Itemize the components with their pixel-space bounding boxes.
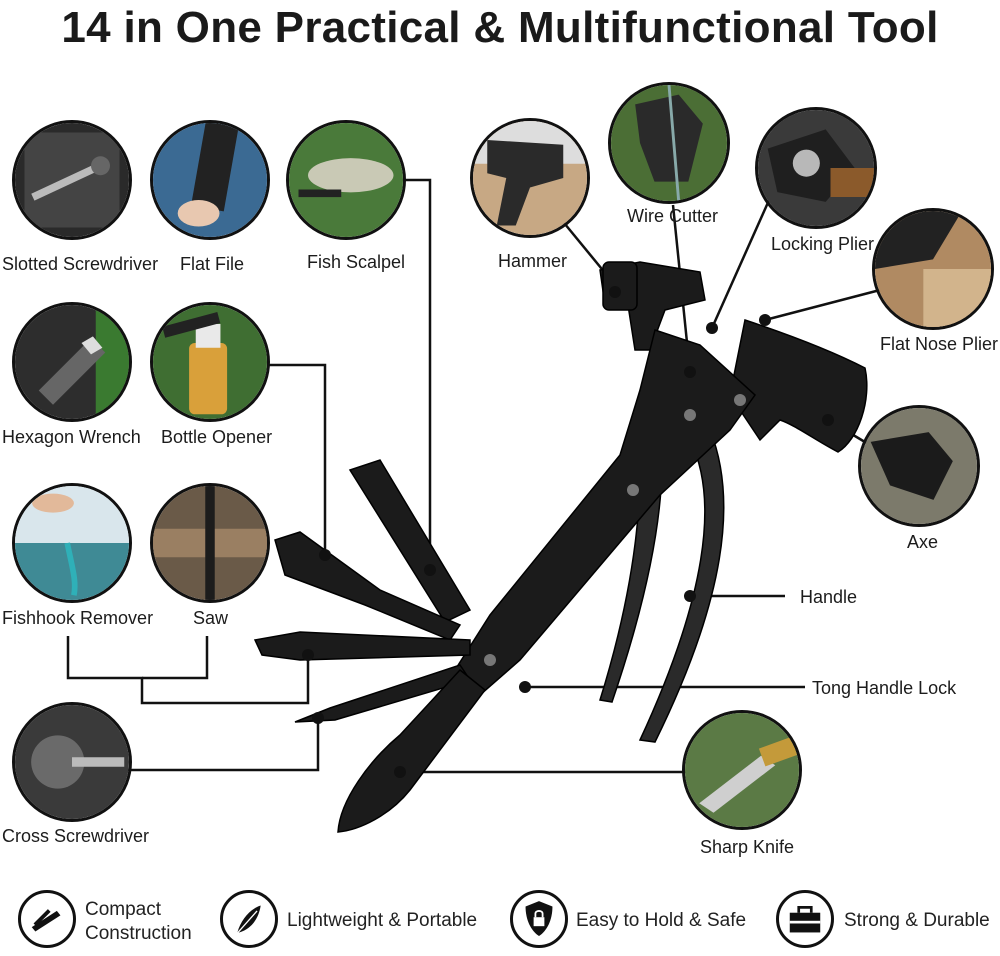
flat-file-photo — [150, 120, 270, 240]
toolbox-icon — [776, 890, 834, 948]
hexagon-wrench-photo — [12, 302, 132, 422]
cross-screwdriver-photo — [12, 702, 132, 822]
saw-label: Saw — [193, 608, 229, 628]
tong-handle-lock-label: Tong Handle Lock — [812, 678, 957, 698]
handle-label: Handle — [800, 587, 858, 607]
page-title: 14 in One Practical & Multifunctional To… — [61, 3, 939, 52]
wire-cutter-label: Wire Cutter — [627, 206, 719, 226]
sharp-knife-photo — [682, 710, 802, 830]
feature-strong-durable: Strong & Durable — [844, 910, 990, 931]
feather-icon — [220, 890, 278, 948]
fishhook-remover-photo — [12, 483, 132, 603]
feature-easy-to-hold: Easy to Hold & Safe — [576, 910, 747, 931]
hexagon-wrench-label: Hexagon Wrench — [2, 427, 141, 447]
slotted-screwdriver-label: Slotted Screwdriver — [2, 254, 159, 274]
fish-scalpel-label: Fish Scalpel — [307, 252, 406, 272]
locking-plier-photo — [755, 107, 877, 229]
cross-screwdriver-label: Cross Screwdriver — [2, 826, 150, 846]
fishhook-remover-label: Fishhook Remover — [2, 608, 154, 628]
axe-label: Axe — [907, 532, 939, 552]
sharp-knife-label: Sharp Knife — [700, 837, 795, 857]
bottle-opener-photo — [150, 302, 270, 422]
fish-scalpel-photo — [286, 120, 406, 240]
feature-compact-line2: Construction — [85, 923, 192, 944]
multitool-illustration — [253, 261, 868, 833]
hammer-label: Hammer — [498, 251, 568, 271]
locking-plier-label: Locking Plier — [771, 234, 875, 254]
hammer-photo — [470, 118, 590, 238]
feature-compact: Compact Construction — [85, 898, 192, 946]
axe-photo — [858, 405, 980, 527]
saw-photo — [150, 483, 270, 603]
shield-lock-icon — [510, 890, 568, 948]
feature-lightweight: Lightweight & Portable — [287, 910, 478, 931]
wire-cutter-photo — [608, 82, 730, 204]
flat-nose-plier-photo — [872, 208, 994, 330]
feature-compact-line1: Compact — [85, 899, 162, 920]
multitool-icon — [18, 890, 76, 948]
slotted-screwdriver-photo — [12, 120, 132, 240]
bottle-opener-label: Bottle Opener — [161, 427, 273, 447]
flat-nose-plier-label: Flat Nose Plier — [880, 334, 999, 354]
flat-file-label: Flat File — [180, 254, 245, 274]
